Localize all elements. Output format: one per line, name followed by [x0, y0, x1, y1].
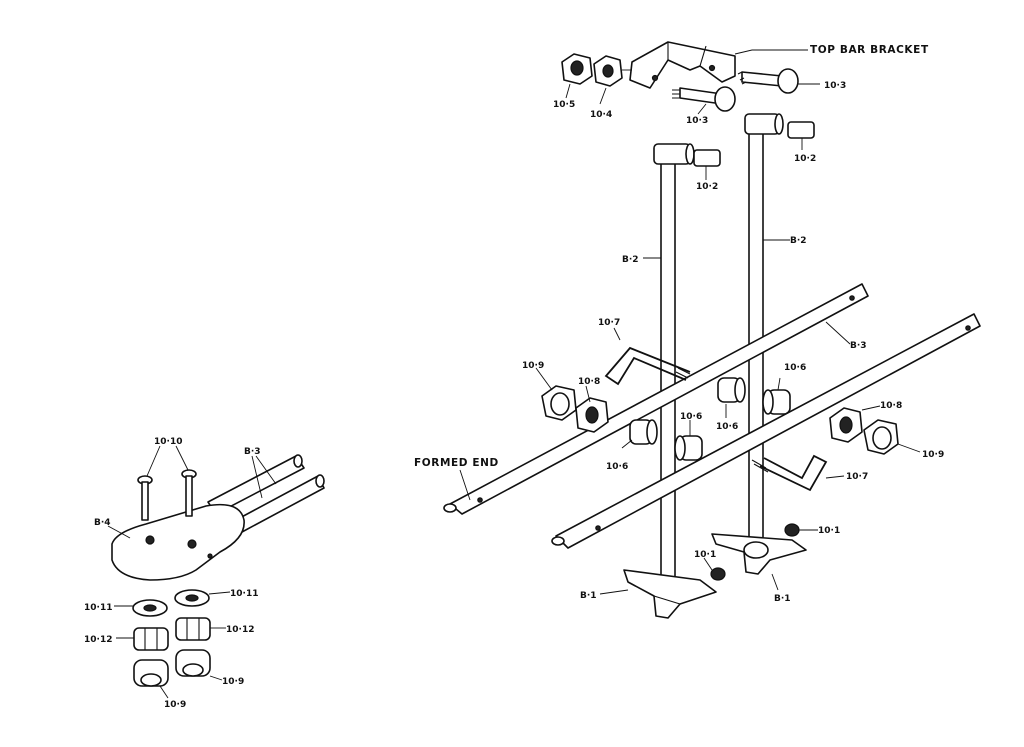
spacer-10-6-c: [629, 419, 658, 445]
spacer-10-6-d: [674, 435, 703, 461]
label-10-5: 10·5: [553, 100, 575, 110]
u-bolt-upper: [604, 346, 691, 386]
label-10-2-left: 10·2: [696, 182, 718, 192]
nut-10-8-right: [829, 407, 863, 443]
nut-10-9-left: [541, 385, 577, 421]
washer-10-4: [593, 55, 623, 87]
nut-10-9-bottom-right: [175, 649, 211, 677]
label-10-3-upper: 10·3: [824, 81, 846, 91]
washer-10-11-left: [132, 599, 168, 617]
label-10-8-right: 10·8: [880, 401, 902, 411]
label-b4: B·4: [94, 518, 111, 528]
label-b1-left: B·1: [580, 591, 597, 601]
washer-10-11-right: [174, 589, 210, 607]
nut-10-12-left: [133, 627, 169, 651]
label-10-11-left: 10·11: [84, 603, 112, 613]
label-10-7-lower: 10·7: [846, 472, 868, 482]
label-b3-right: B·3: [850, 341, 867, 351]
label-10-2-right: 10·2: [794, 154, 816, 164]
carriage-bolt-lower: [672, 86, 736, 112]
top-bar-bracket: [629, 41, 736, 89]
label-10-12-right: 10·12: [226, 625, 254, 635]
label-10-6-c: 10·6: [680, 412, 702, 422]
leader-lines: [107, 49, 921, 699]
label-10-6-d: 10·6: [606, 462, 628, 472]
screw-10-10-left: [137, 475, 153, 521]
label-10-9-bottom-left: 10·9: [164, 700, 186, 710]
nut-10-12-right: [175, 617, 211, 641]
nut-10-5: [561, 53, 593, 85]
spacer-10-6-a: [717, 377, 746, 403]
label-10-10: 10·10: [154, 437, 182, 447]
nut-10-9-bottom-left: [133, 659, 169, 687]
spacer-10-6-b: [762, 389, 791, 415]
label-b2-left: B·2: [622, 255, 639, 265]
label-b3-left: B·3: [244, 447, 261, 457]
screw-10-10-right: [181, 469, 197, 517]
label-10-12-left: 10·12: [84, 635, 112, 645]
label-formed-end: FORMED END: [414, 457, 499, 469]
foot-b1-right: [711, 533, 807, 575]
label-top-bar-bracket: TOP BAR BRACKET: [810, 44, 929, 56]
label-10-1-left: 10·1: [694, 550, 716, 560]
label-10-1-right: 10·1: [818, 526, 840, 536]
label-b1-right: B·1: [774, 594, 791, 604]
screw-10-1-a: [710, 567, 726, 581]
labels: TOP BAR BRACKET 10·3 10·3 10·5 10·4 10·2…: [84, 44, 944, 710]
label-10-6-b: 10·6: [716, 422, 738, 432]
label-10-11-right: 10·11: [230, 589, 258, 599]
label-10-9-right: 10·9: [922, 450, 944, 460]
carriage-bolt-upper: [737, 68, 799, 94]
nut-10-9-right: [863, 419, 899, 455]
label-10-3-lower: 10·3: [686, 116, 708, 126]
screw-10-1-b: [784, 523, 800, 537]
u-bolt-lower: [751, 454, 828, 492]
label-b2-right: B·2: [790, 236, 807, 246]
label-10-4: 10·4: [590, 110, 612, 120]
rail-b3-front: [443, 283, 869, 515]
rail-b3-rear: [551, 313, 981, 549]
label-10-8-left: 10·8: [578, 377, 600, 387]
label-10-7-upper: 10·7: [598, 318, 620, 328]
label-10-9-bottom-right: 10·9: [222, 677, 244, 687]
end-cap-b4: [111, 503, 245, 581]
cap-10-2-left: [693, 149, 721, 167]
label-10-6-a: 10·6: [784, 363, 806, 373]
cap-10-2-right: [787, 121, 815, 139]
label-10-9-left: 10·9: [522, 361, 544, 371]
foot-b1-left: [623, 569, 717, 619]
nut-10-8-left: [575, 397, 609, 433]
